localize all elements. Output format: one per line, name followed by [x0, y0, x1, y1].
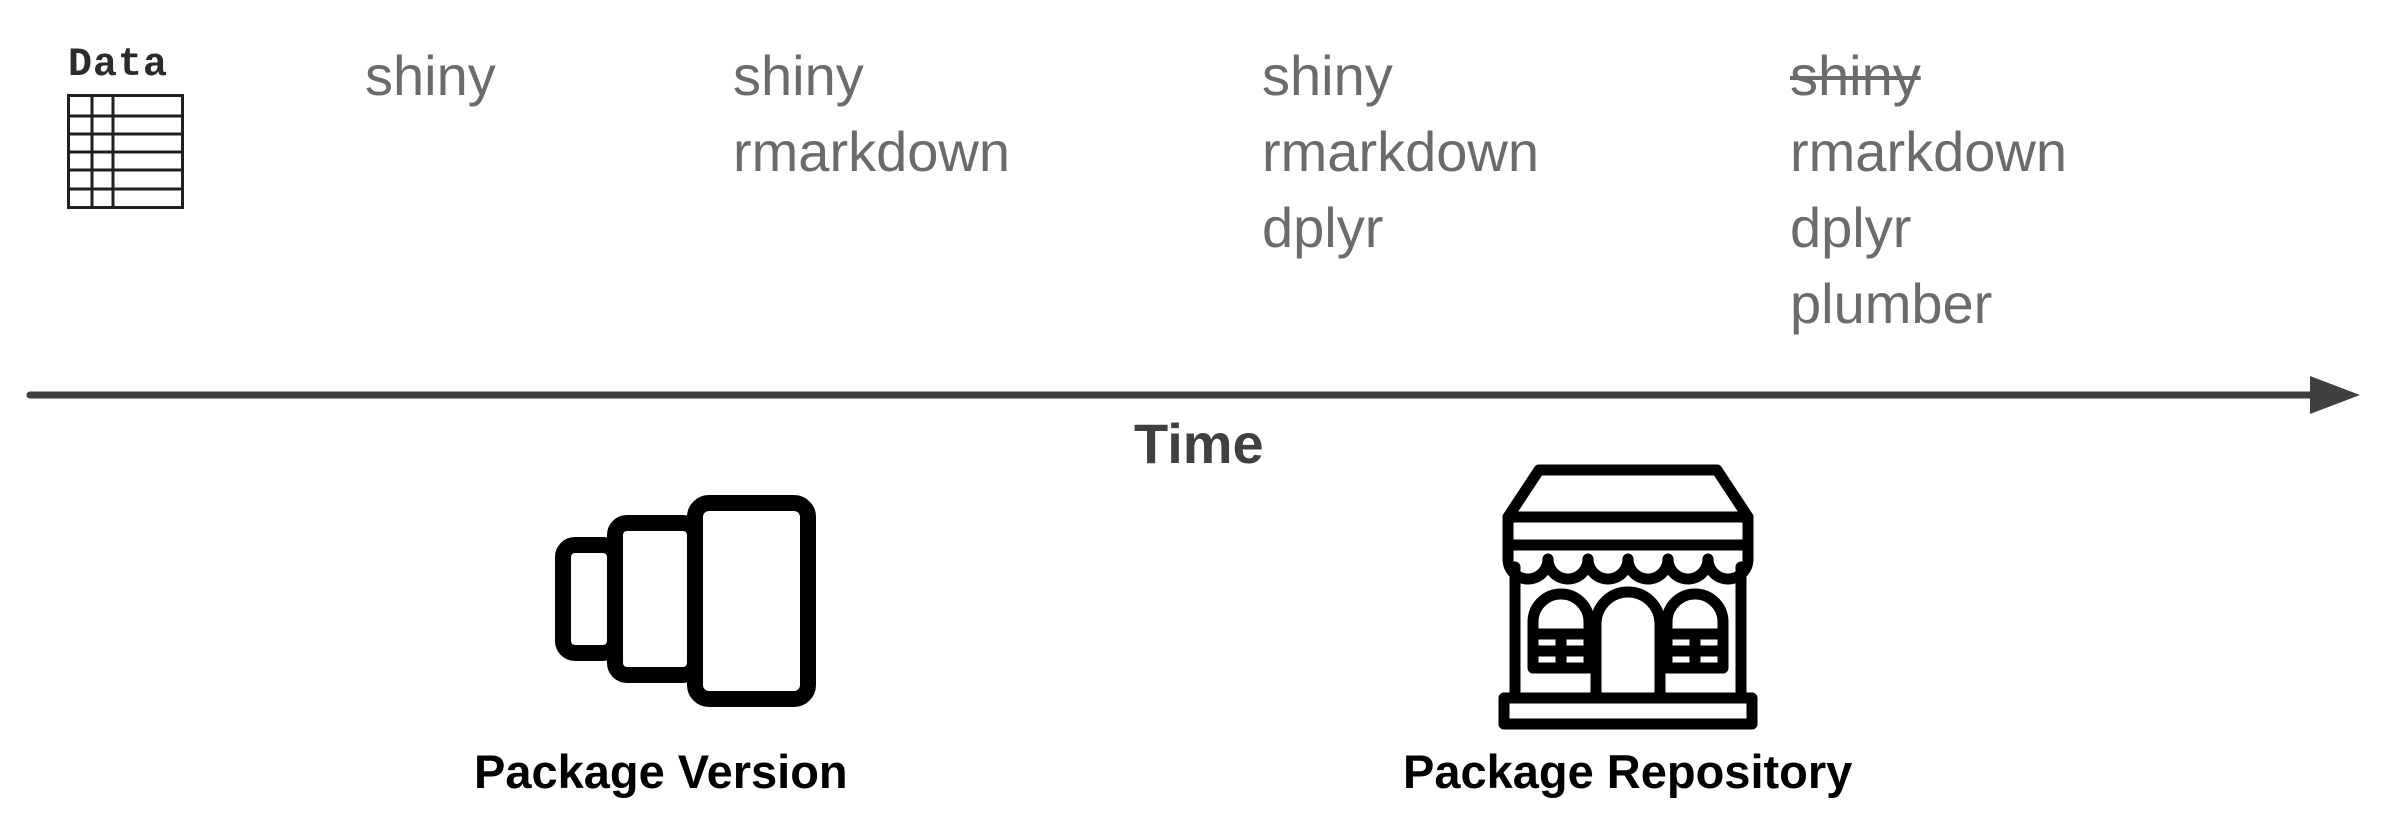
- package-column-1: shiny: [365, 38, 496, 114]
- package-column-3: shiny rmarkdown dplyr: [1262, 38, 1539, 266]
- package-name: plumber: [1790, 272, 1993, 335]
- package-name: dplyr: [1790, 196, 1912, 259]
- package-name-removed: shiny: [1790, 44, 1921, 107]
- package-column-4: shiny rmarkdown dplyr plumber: [1790, 38, 2067, 342]
- package-name: shiny: [1262, 44, 1393, 107]
- package-column-2: shiny rmarkdown: [733, 38, 1010, 190]
- package-version-caption: Package Version: [474, 745, 848, 798]
- package-name: shiny: [365, 44, 496, 107]
- package-name: rmarkdown: [1790, 120, 2067, 183]
- data-table-icon: [67, 94, 184, 209]
- package-name: shiny: [733, 44, 864, 107]
- time-axis-label: Time: [1134, 412, 1264, 475]
- data-label: Data: [68, 43, 169, 88]
- time-axis-arrow: [26, 376, 2360, 414]
- package-name: dplyr: [1262, 196, 1384, 259]
- package-repository-caption: Package Repository: [1403, 745, 1853, 798]
- package-versions-icon: [555, 495, 816, 707]
- package-name: rmarkdown: [733, 120, 1010, 183]
- storefront-icon: [1498, 464, 1758, 730]
- package-name: rmarkdown: [1262, 120, 1539, 183]
